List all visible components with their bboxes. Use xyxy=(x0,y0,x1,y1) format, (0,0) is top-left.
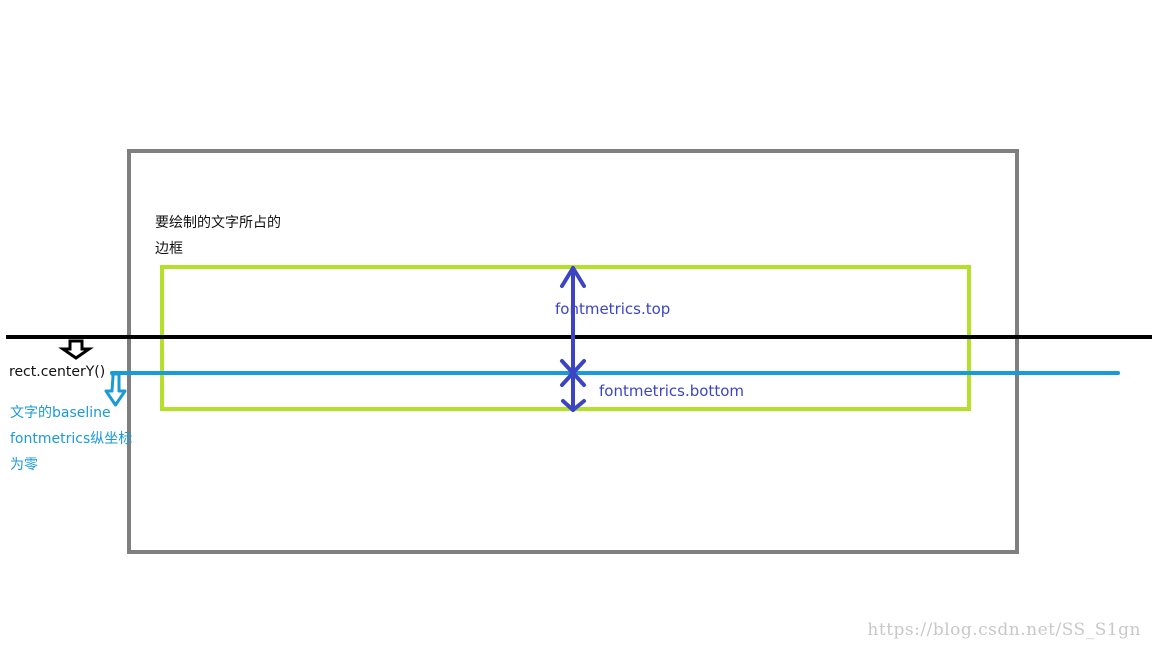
metrics-top-label: fontmetrics.top xyxy=(555,300,670,318)
outer-frame xyxy=(127,149,1019,554)
text-bounds-label-line1: 要绘制的文字所占的 xyxy=(155,215,281,231)
text-bounds-label-line2: 边框 xyxy=(155,241,183,257)
watermark: https://blog.csdn.net/SS_S1gn xyxy=(867,620,1141,640)
metrics-top-arrow-icon xyxy=(560,266,586,288)
baseline-marker-up-icon xyxy=(560,371,586,387)
metrics-bottom-arrow-icon xyxy=(561,399,586,412)
metrics-bottom-label: fontmetrics.bottom xyxy=(599,382,744,400)
center-y-label: rect.centerY() xyxy=(9,364,105,380)
baseline-label-line2: fontmetrics纵坐标 xyxy=(10,431,132,447)
baseline-arrow-icon xyxy=(104,372,127,407)
baseline-label-line3: 为零 xyxy=(10,457,38,473)
center-y-arrow-icon xyxy=(58,339,94,360)
baseline-label-line1: 文字的baseline xyxy=(10,405,111,421)
